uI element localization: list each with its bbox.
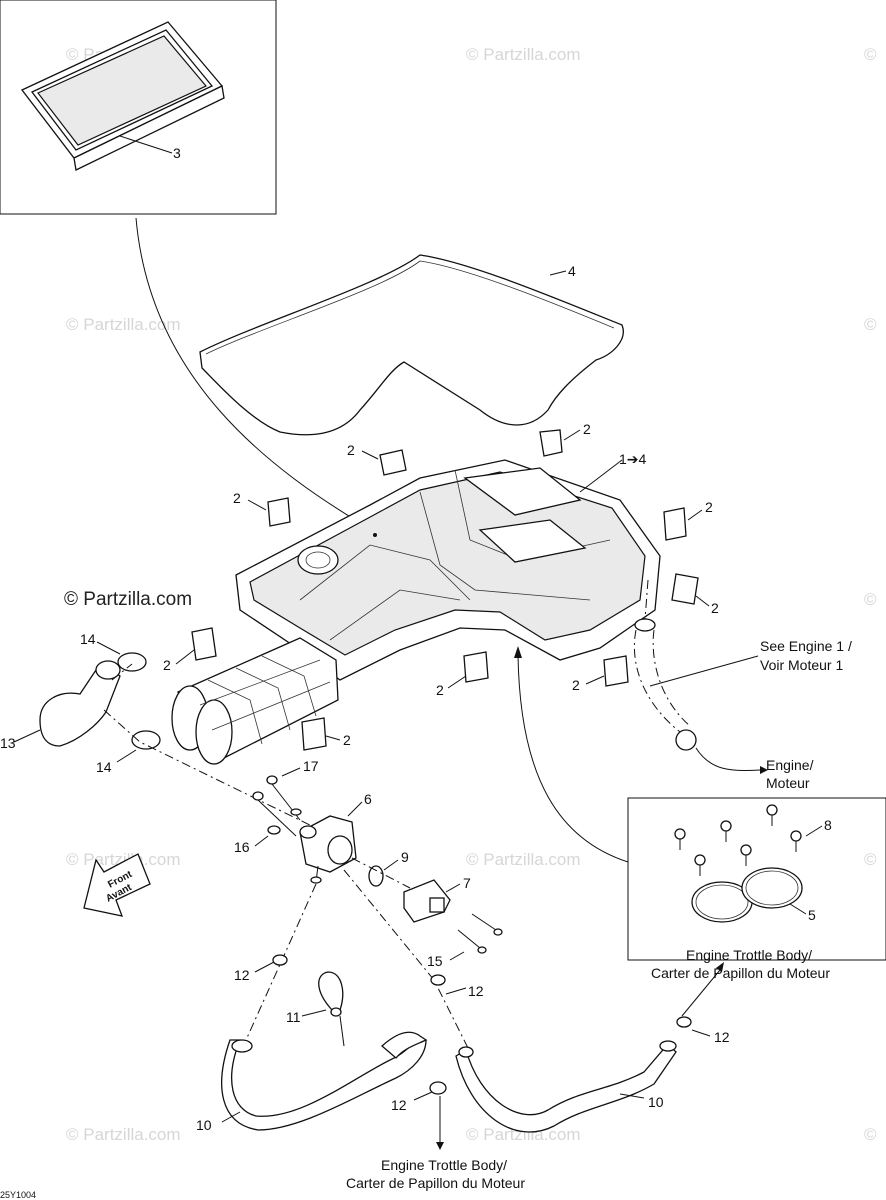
callout-2: 2 xyxy=(436,682,444,698)
callout-2: 2 xyxy=(343,732,351,748)
throttle-note-bottom: Engine Trottle Body/ Carter de Papillon … xyxy=(346,1157,525,1191)
callout-5: 5 xyxy=(808,907,816,923)
clip-part xyxy=(663,507,687,541)
callout-12: 12 xyxy=(234,967,250,983)
callout-12: 12 xyxy=(391,1097,407,1113)
clip-part xyxy=(671,573,699,605)
sensor-housing-6: 6 xyxy=(299,791,372,884)
callout-12: 12 xyxy=(714,1029,730,1045)
clip-12-part xyxy=(676,1016,692,1028)
callout-15: 15 xyxy=(427,953,443,969)
watermark-text: © Partzilla.com xyxy=(66,315,181,334)
watermark-text: © xyxy=(864,315,877,334)
watermark-text: © Partzilla.com xyxy=(466,45,581,64)
callout-11: 11 xyxy=(286,1009,301,1025)
note-engine-fr: Moteur xyxy=(766,775,810,791)
watermark-text: © Partzilla.com xyxy=(466,1125,581,1144)
callout-2: 2 xyxy=(583,421,591,437)
watermark-text: © Partzilla.com xyxy=(66,1125,181,1144)
clips-12: 12 12 12 12 xyxy=(234,954,730,1113)
air-filter-part xyxy=(20,21,225,171)
brand-watermark: © Partzilla.com xyxy=(64,589,192,610)
note-engine-en: Engine/ xyxy=(766,757,814,773)
hose-13-part: 13 xyxy=(0,660,121,751)
note-see-engine-fr: Voir Moteur 1 xyxy=(760,657,843,673)
throttle-bottom-fr: Carter de Papillon du Moteur xyxy=(346,1175,525,1191)
clip-part xyxy=(191,627,217,661)
oring-5 xyxy=(691,867,803,923)
nut-16: 16 xyxy=(234,808,302,855)
throttle-note-right: Engine Trottle Body/ Carter de Papillon … xyxy=(651,947,830,981)
oring-9: 9 xyxy=(368,849,409,887)
engine-hose: See Engine 1 / Voir Moteur 1 Engine/ Mot… xyxy=(633,579,852,791)
callout-7: 7 xyxy=(463,875,471,891)
throttle-right-en: Engine Trottle Body/ xyxy=(686,947,812,963)
throttle-bottom-en: Engine Trottle Body/ xyxy=(381,1157,507,1173)
callout-2: 2 xyxy=(233,490,241,506)
clip-12-part xyxy=(430,974,446,986)
callout-12: 12 xyxy=(468,983,484,999)
callout-13: 13 xyxy=(0,735,16,751)
clip-part xyxy=(539,429,563,457)
clip-part xyxy=(267,497,291,527)
clamp-14-top: 14 xyxy=(80,631,147,672)
clips-group: 2 2 2 2 2 2 2 2 2 xyxy=(163,421,719,751)
callout-2: 2 xyxy=(705,499,713,515)
clip-part xyxy=(379,449,407,476)
watermark-text: © xyxy=(864,850,877,869)
airbox-part: 1➔4 xyxy=(235,451,661,681)
bolt-15: 15 xyxy=(427,913,503,969)
throttle-right-fr: Carter de Papillon du Moteur xyxy=(651,965,830,981)
watermark-text: © xyxy=(864,1125,877,1144)
screw-8 xyxy=(674,804,802,876)
clip-12-part xyxy=(429,1081,447,1095)
clip-part xyxy=(301,717,327,751)
callout-9: 9 xyxy=(401,849,409,865)
callout-10: 10 xyxy=(648,1094,664,1110)
callout-10: 10 xyxy=(196,1117,212,1133)
hardware-inset: 8 5 xyxy=(627,797,886,961)
callout-8: 8 xyxy=(824,817,832,833)
callout-2: 2 xyxy=(347,442,355,458)
callout-14: 14 xyxy=(80,631,96,647)
callout-16: 16 xyxy=(234,839,250,855)
watermark-text: © Partzilla.com xyxy=(466,850,581,869)
callout-3: 3 xyxy=(173,145,181,161)
callout-2: 2 xyxy=(711,600,719,616)
watermark-text: © xyxy=(864,590,877,609)
callout-2: 2 xyxy=(572,677,580,693)
clamp-14-bottom: 14 xyxy=(96,730,161,775)
intake-bellows-part xyxy=(171,637,339,765)
gasket-part: 4 xyxy=(199,254,624,436)
note-see-engine-en: See Engine 1 / xyxy=(760,638,852,654)
watermark-text: © xyxy=(864,45,877,64)
air-filter-inset: 3 xyxy=(0,0,373,531)
drawing-code: 25Y1004 xyxy=(0,1190,36,1200)
clamp-11: 11 xyxy=(286,971,345,1047)
clip-part xyxy=(463,651,489,683)
callout-14: 14 xyxy=(96,759,112,775)
sensor-7: 7 xyxy=(403,875,471,923)
callout-17: 17 xyxy=(303,758,319,774)
callout-2: 2 xyxy=(163,657,171,673)
clip-part xyxy=(603,655,629,687)
callout-1-to-4: 1➔4 xyxy=(619,451,647,467)
clip-12-part xyxy=(272,954,288,966)
callout-4: 4 xyxy=(568,263,576,279)
callout-6: 6 xyxy=(364,791,372,807)
